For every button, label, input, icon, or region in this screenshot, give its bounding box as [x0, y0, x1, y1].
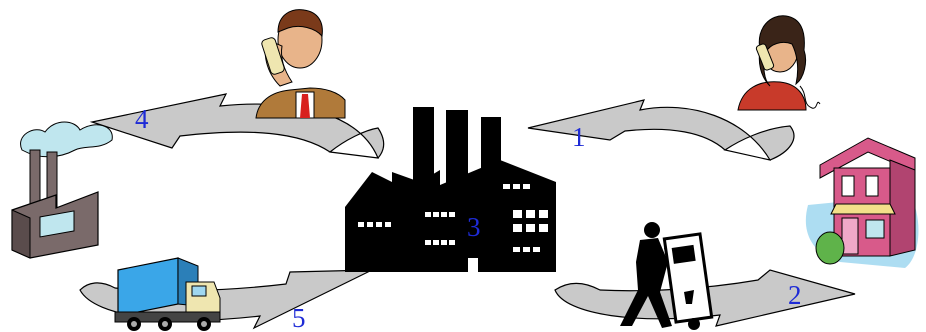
hand-truck-worker-icon — [620, 222, 712, 330]
delivery-truck-icon — [115, 258, 220, 331]
step-label-1: 1 — [572, 122, 586, 152]
customer-phone-icon — [738, 16, 820, 110]
businessman-phone-icon — [256, 10, 345, 118]
step-label-2: 2 — [788, 280, 802, 310]
retail-store-icon — [806, 138, 919, 268]
step-label-3: 3 — [467, 212, 481, 242]
step-label-4: 4 — [135, 104, 149, 134]
supplier-plant-icon — [12, 122, 112, 258]
step-label-5: 5 — [292, 303, 306, 332]
